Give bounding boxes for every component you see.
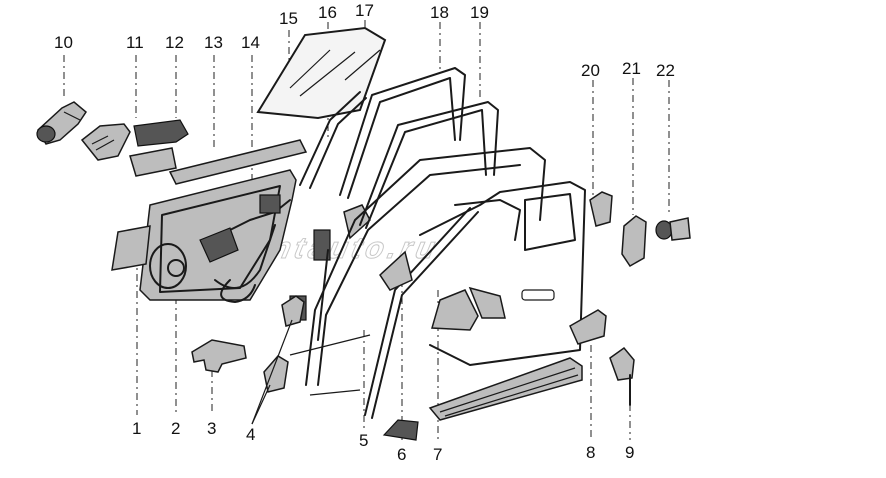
label-4: 4 (246, 425, 255, 444)
part-2-speaker-panel (167, 259, 185, 277)
label-8: 8 (586, 443, 595, 462)
part-13-trim-strip (168, 139, 308, 185)
label-7: 7 (433, 445, 442, 464)
label-10: 10 (54, 33, 73, 52)
part-10-handle (36, 101, 87, 145)
label-1: 1 (132, 419, 141, 438)
part-15-door-glass (256, 26, 387, 120)
part-21-door-lock (621, 215, 647, 267)
label-2: 2 (171, 419, 180, 438)
part-19-inner-seal (359, 101, 499, 229)
label-13: 13 (204, 33, 223, 52)
part-3-bracket (191, 339, 247, 373)
part-22-lock-cylinder (655, 217, 691, 241)
label-14: 14 (241, 33, 260, 52)
part-11-bezel (80, 123, 131, 161)
part-14-window-regulator (199, 194, 291, 303)
label-5: 5 (359, 431, 368, 450)
label-21: 21 (622, 59, 641, 78)
label-9: 9 (625, 443, 634, 462)
label-18: 18 (430, 3, 449, 22)
label-20: 20 (581, 61, 600, 80)
part-4-hinges (263, 295, 305, 393)
label-17: 17 (355, 1, 374, 20)
label-3: 3 (207, 419, 216, 438)
part-20-lock-striker (589, 191, 613, 227)
label-22: 22 (656, 61, 675, 80)
part-9-door-check (609, 346, 635, 406)
label-11: 11 (126, 33, 144, 52)
part-7-door-inner-panel (419, 181, 586, 366)
label-6: 6 (397, 445, 406, 464)
label-15: 15 (279, 9, 298, 28)
part-1-trim-panel (111, 169, 297, 301)
part-12-pull-handle (129, 119, 189, 177)
part-sill-strip (428, 357, 583, 421)
label-12: 12 (165, 33, 184, 52)
label-19: 19 (470, 3, 489, 22)
label-16: 16 (318, 3, 337, 22)
label-4-arrows (251, 319, 293, 425)
part-5-door-shell (289, 147, 546, 396)
callout-numbers: 10 11 12 13 14 15 16 17 18 19 20 21 22 1… (54, 1, 675, 464)
part-8-lock-mechanism (569, 309, 607, 345)
part-6-lower-seal (364, 207, 479, 441)
